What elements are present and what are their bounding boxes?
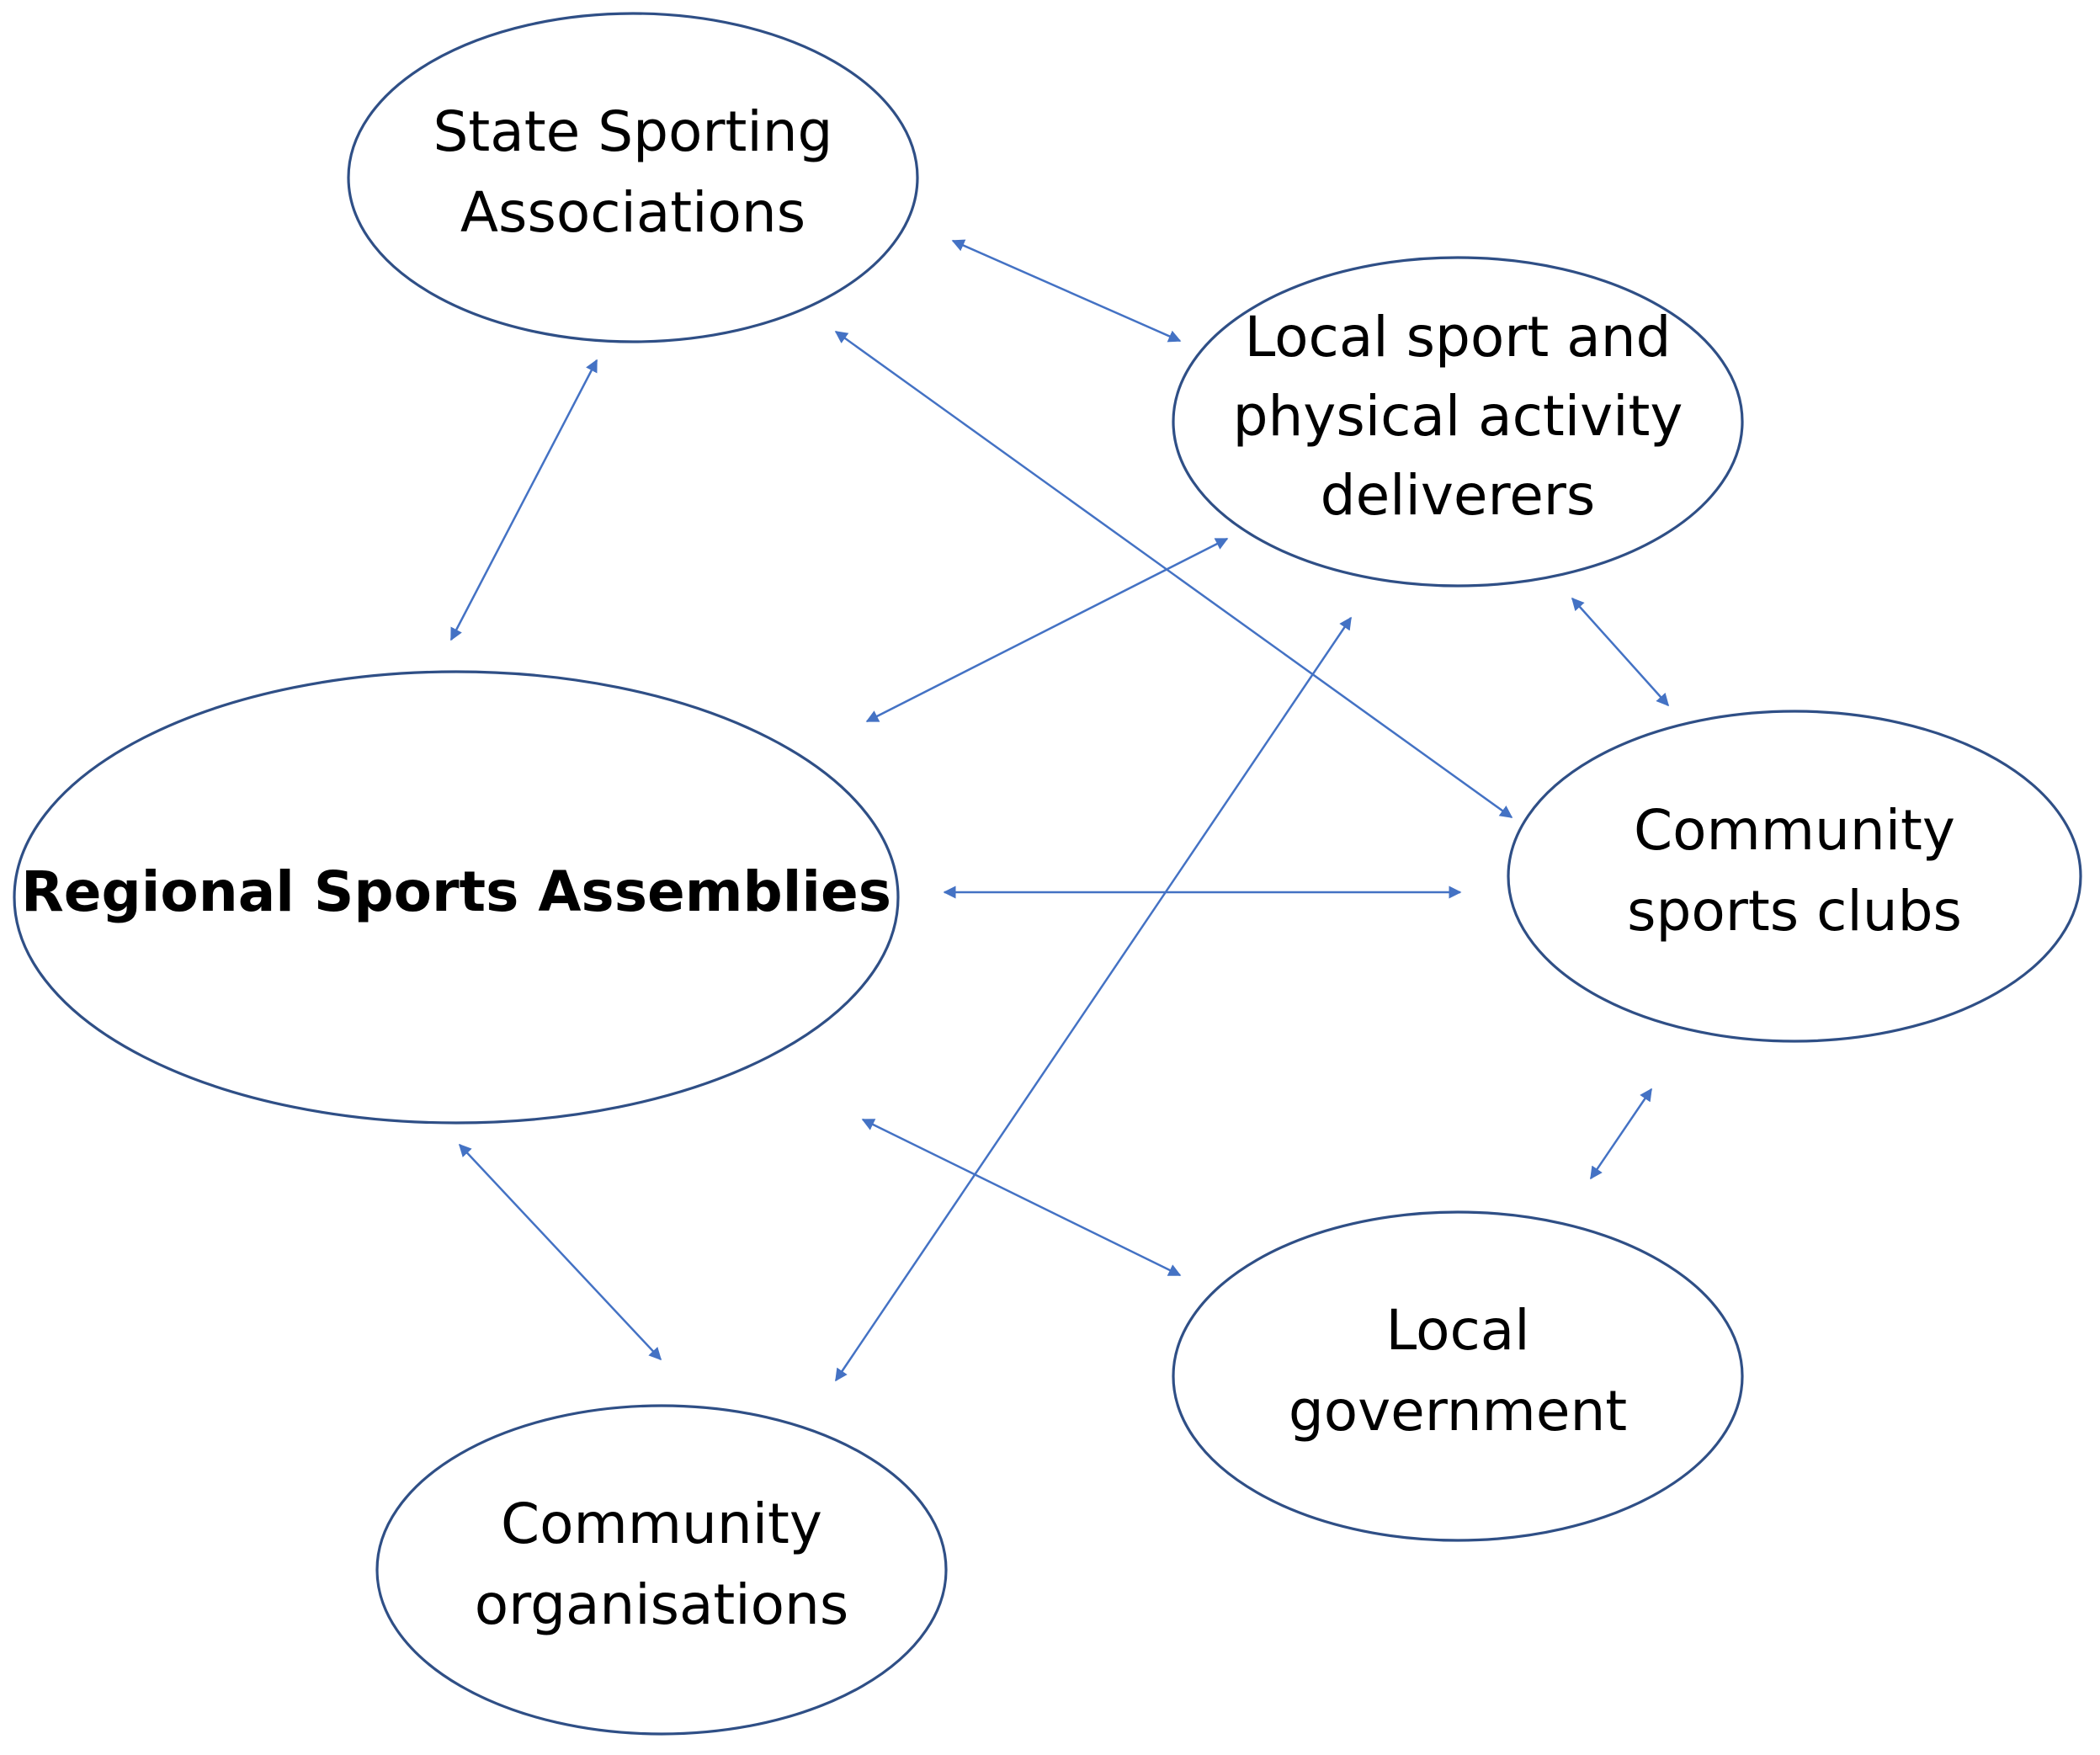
connector-state-to-local-delivery: [951, 239, 1182, 343]
node-state-ellipse: [347, 12, 919, 343]
node-local-gov-label-line-1: Local: [1385, 1298, 1529, 1363]
connector-state-to-regional: [449, 359, 598, 641]
node-local-delivery: Local sport and physical activity delivere…: [1172, 256, 1744, 588]
node-regional-label-line-1: Regional Sports Assemblies: [21, 859, 891, 924]
node-clubs: Community sports clubs: [1507, 710, 2082, 1043]
node-community-org: Community organisations: [375, 1404, 948, 1736]
connectors-layer: [449, 239, 1670, 1382]
node-local-delivery-label-line-3: deliverers: [1321, 463, 1596, 528]
node-clubs-label-line-1: Community: [1634, 798, 1955, 863]
node-local-gov-ellipse: [1172, 1210, 1744, 1542]
node-local-gov: Local government: [1172, 1210, 1744, 1542]
node-regional: Regional Sports Assemblies: [13, 670, 900, 1125]
connector-community-org-to-local-delivery: [834, 616, 1353, 1382]
connector-regional-to-local-gov: [861, 1118, 1182, 1277]
node-community-org-label-line-1: Community: [501, 1492, 822, 1556]
node-local-gov-label-line-2: government: [1289, 1379, 1627, 1444]
connector-regional-to-local-delivery: [865, 537, 1229, 723]
connector-regional-to-community-org: [458, 1143, 662, 1361]
connector-local-gov-to-clubs: [1589, 1088, 1653, 1180]
node-clubs-label-line-2: sports clubs: [1627, 879, 1962, 944]
node-local-delivery-ellipse: [1172, 256, 1744, 588]
node-regional-ellipse: [13, 670, 900, 1125]
node-state-label-line-2: Associations: [460, 180, 805, 245]
node-state-label-line-1: State Sporting: [433, 99, 833, 164]
node-community-org-ellipse: [375, 1404, 948, 1736]
connector-local-delivery-to-clubs: [1571, 597, 1670, 707]
node-community-org-label-line-2: organisations: [475, 1572, 849, 1637]
node-local-delivery-label-line-1: Local sport and: [1245, 305, 1672, 370]
node-local-delivery-label-line-2: physical activity: [1233, 384, 1683, 449]
node-clubs-ellipse: [1507, 710, 2082, 1043]
